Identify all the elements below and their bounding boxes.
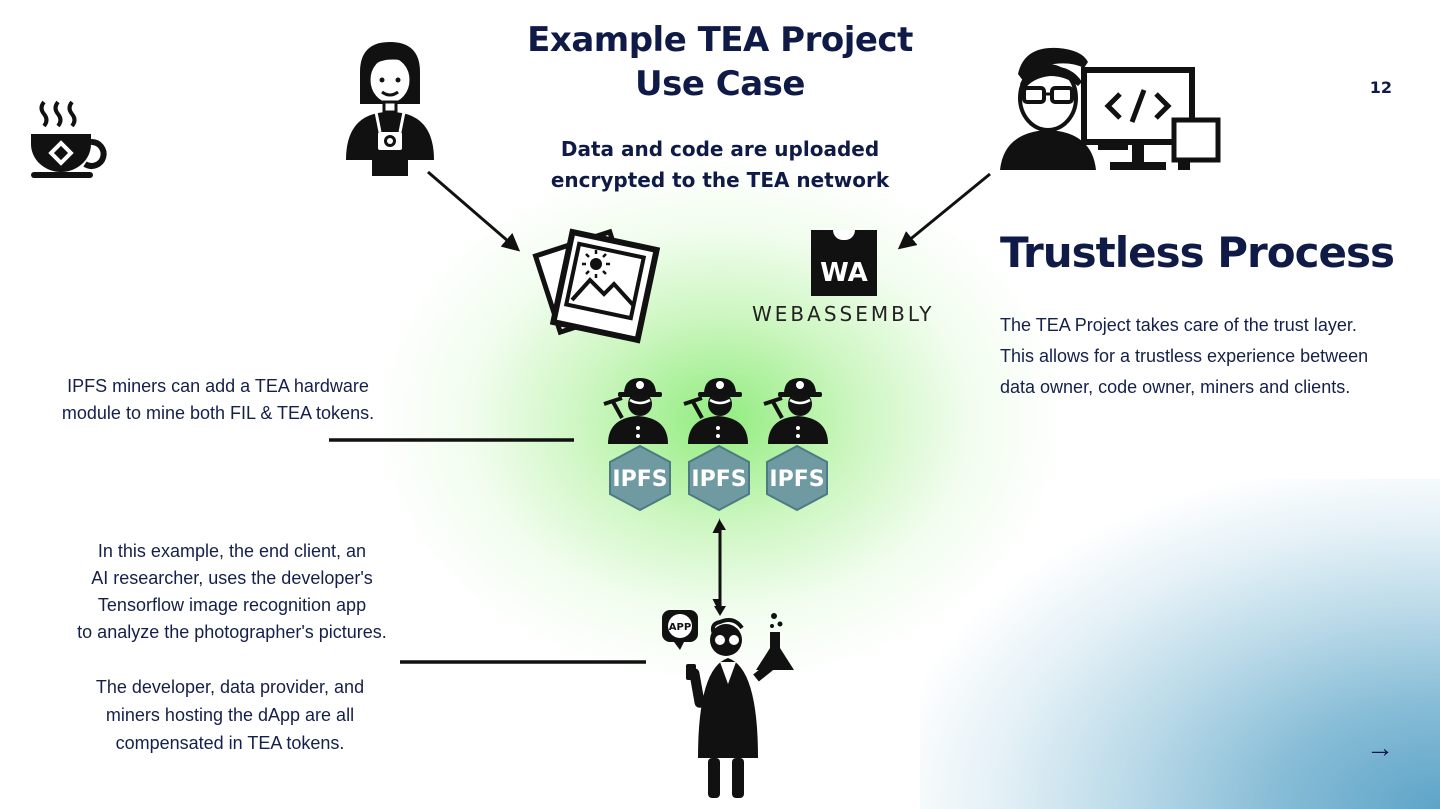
- slide-subtitle-line-2: encrypted to the TEA network: [550, 168, 890, 192]
- slide-subtitle: Data and code are uploaded encrypted to …: [490, 134, 950, 196]
- miner-icon: [763, 378, 828, 444]
- miner-icon: [603, 378, 668, 444]
- app-bubble-label: APP: [669, 622, 691, 633]
- miners-paragraph-line: module to mine both FIL & TEA tokens.: [61, 403, 375, 423]
- slide-subtitle-line-1: Data and code are uploaded: [560, 137, 880, 161]
- ipfs-node-icon: IPFS: [609, 444, 671, 512]
- client-paragraph: In this example, the end client, an AI r…: [22, 538, 442, 646]
- compensation-paragraph-line: miners hosting the dApp are all: [105, 705, 355, 725]
- client-paragraph-line: to analyze the photographer's pictures.: [77, 622, 387, 642]
- webassembly-badge: WA: [820, 258, 868, 288]
- developer-icon: [1000, 47, 1221, 170]
- compensation-paragraph: The developer, data provider, and miners…: [30, 673, 430, 757]
- trust-paragraph-line: The TEA Project takes care of the trust …: [1000, 315, 1357, 335]
- connector-lines: [329, 438, 720, 664]
- ipfs-node-icon: IPFS: [766, 444, 828, 512]
- webassembly-logo-notch: [833, 230, 855, 240]
- photographer-icon: [346, 42, 434, 176]
- webassembly-logo: [811, 230, 877, 296]
- ipfs-label: IPFS: [769, 467, 824, 492]
- tea-cup-icon: [31, 100, 107, 178]
- client-paragraph-line: Tensorflow image recognition app: [97, 595, 367, 615]
- ipfs-node-icon: IPFS: [688, 444, 750, 512]
- slide-title-line-2: Use Case: [635, 64, 805, 104]
- slide-title: Example TEA Project Use Case: [480, 18, 960, 106]
- scientist-icon: APP: [662, 610, 794, 798]
- upload-arrows: [427, 170, 991, 252]
- ipfs-label: IPFS: [691, 467, 746, 492]
- miners-paragraph: IPFS miners can add a TEA hardware modul…: [18, 373, 418, 427]
- client-paragraph-line: In this example, the end client, an: [97, 541, 367, 561]
- compensation-paragraph-line: compensated in TEA tokens.: [115, 733, 345, 753]
- ipfs-label: IPFS: [612, 467, 667, 492]
- page-number: 12: [1369, 78, 1392, 97]
- trust-paragraph-line: data owner, code owner, miners and clien…: [1000, 377, 1351, 397]
- trust-paragraph: The TEA Project takes care of the trust …: [1000, 310, 1368, 403]
- webassembly-label: WEBASSEMBLY: [752, 302, 935, 326]
- miner-icon: [683, 378, 748, 444]
- trust-paragraph-line: This allows for a trustless experience b…: [1000, 346, 1369, 366]
- compensation-paragraph-line: The developer, data provider, and: [95, 677, 365, 697]
- miners-paragraph-line: IPFS miners can add a TEA hardware: [67, 376, 369, 396]
- two-way-arrow: [714, 520, 726, 616]
- photos-icon: [532, 228, 660, 344]
- slide-title-line-1: Example TEA Project: [527, 20, 913, 60]
- next-slide-arrow-icon[interactable]: →: [1366, 732, 1394, 763]
- section-heading: Trustless Process: [1000, 228, 1395, 277]
- ipfs-nodes: IPFS IPFS IPFS: [609, 444, 828, 512]
- miners-group: [603, 378, 828, 444]
- client-paragraph-line: AI researcher, uses the developer's: [91, 568, 373, 588]
